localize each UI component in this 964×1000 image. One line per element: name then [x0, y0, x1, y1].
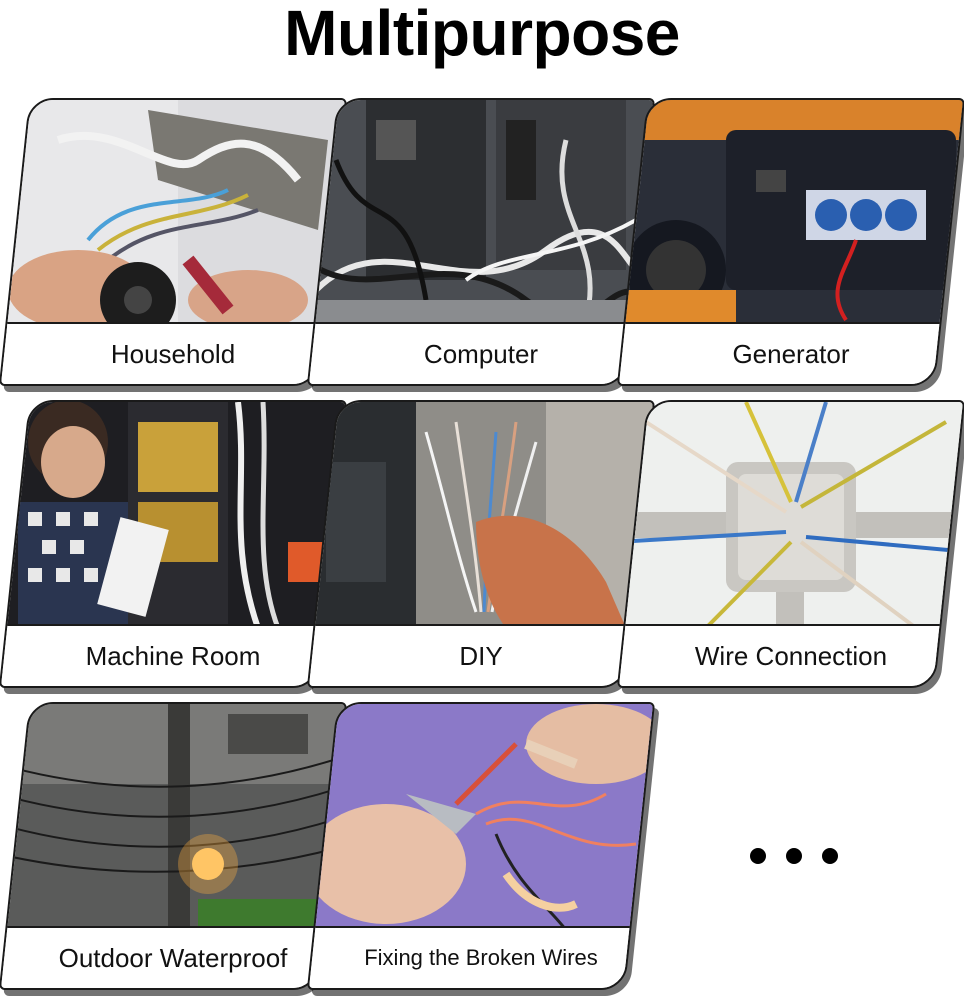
fixing-broken-wires-photo: [306, 704, 656, 930]
page-title: Multipurpose: [284, 0, 680, 69]
more-dots-icon: [750, 848, 860, 884]
card-label: Computer: [306, 322, 656, 384]
wire-connection-photo: [616, 402, 964, 628]
card-computer: Computer: [306, 98, 656, 386]
card-machine-room: Machine Room: [0, 400, 348, 688]
card-diy: DIY: [306, 400, 656, 688]
card-household: Household: [0, 98, 348, 386]
card-label: DIY: [306, 624, 656, 686]
card-label: Machine Room: [0, 624, 348, 686]
card-label: Fixing the Broken Wires: [306, 926, 656, 988]
card-label: Household: [0, 322, 348, 384]
card-label: Wire Connection: [616, 624, 964, 686]
household-photo: [0, 100, 348, 326]
computer-photo: [306, 100, 656, 326]
card-fixing-broken-wires: Fixing the Broken Wires: [306, 702, 656, 990]
card-label: Generator: [616, 322, 964, 384]
card-outdoor-waterproof: Outdoor Waterproof: [0, 702, 348, 990]
card-wire-connection: Wire Connection: [616, 400, 964, 688]
outdoor-waterproof-photo: [0, 704, 348, 930]
generator-photo: [616, 100, 964, 326]
card-generator: Generator: [616, 98, 964, 386]
diy-photo: [306, 402, 656, 628]
machine-room-photo: [0, 402, 348, 628]
card-label: Outdoor Waterproof: [0, 926, 348, 988]
